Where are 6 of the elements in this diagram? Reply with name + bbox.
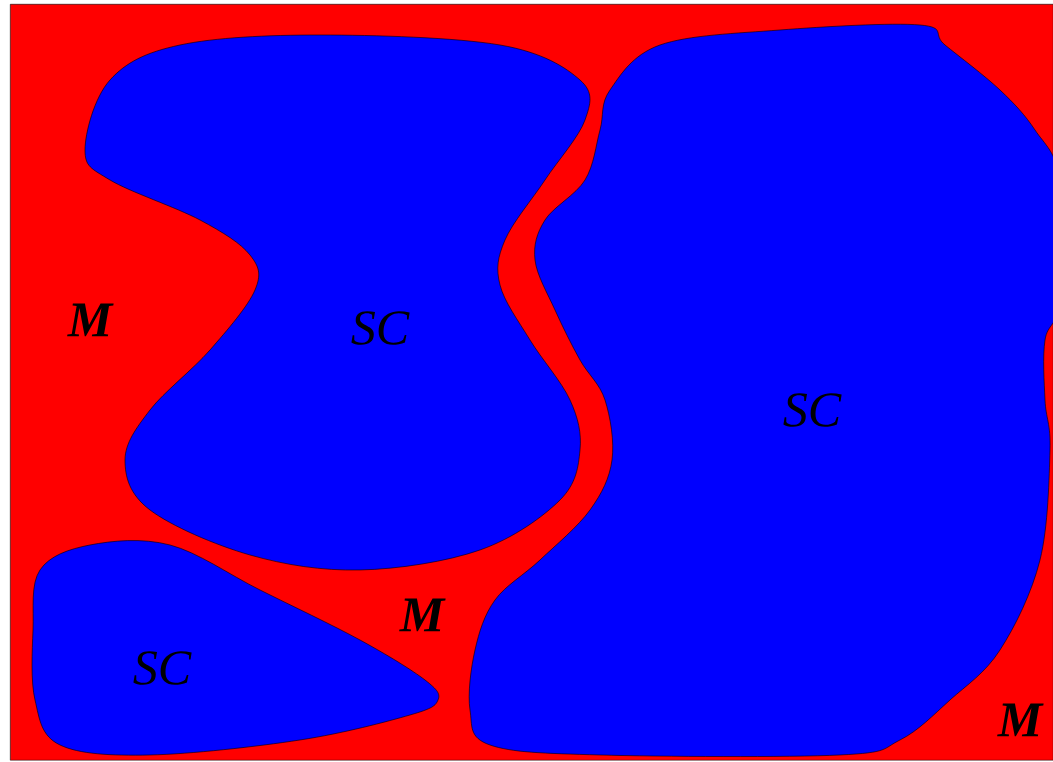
region-label: SC [783,393,842,427]
region-label: M [399,598,446,632]
region-label: SC [351,311,410,345]
region-label: SC [133,651,192,685]
region-label: M [67,303,114,337]
region-label: M [997,703,1044,737]
